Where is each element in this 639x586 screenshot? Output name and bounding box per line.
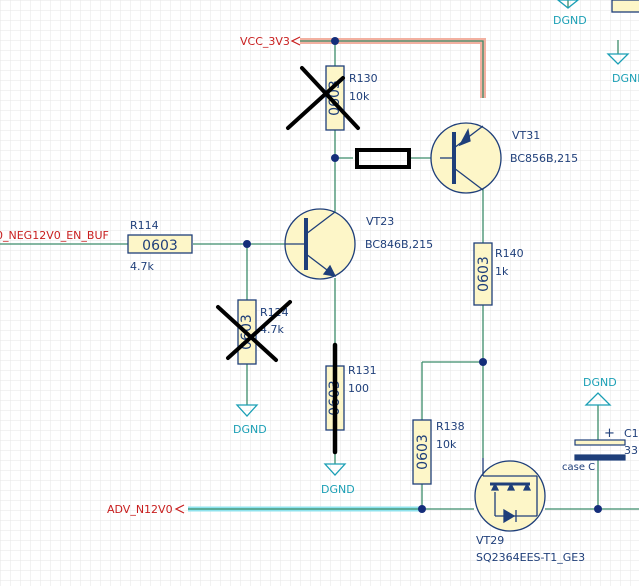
r124-dgnd-label: DGND xyxy=(233,423,267,436)
vt23-ref: VT23 xyxy=(366,215,394,228)
dgnd-top-left-symbol xyxy=(556,0,580,9)
r130-value: 10k xyxy=(349,90,370,103)
junction-r140-drain xyxy=(479,358,487,366)
c14-polarity: + xyxy=(604,426,615,441)
vt31-value: BC856B,215 xyxy=(510,152,578,165)
r138-ref: R138 xyxy=(436,420,465,433)
r131-value: 100 xyxy=(348,382,369,395)
r131-dgnd-label: DGND xyxy=(321,483,355,496)
vt29-ref: VT29 xyxy=(476,534,504,547)
r131-dgnd-symbol xyxy=(323,463,347,476)
dgnd-top-right-label: DGND xyxy=(612,72,639,85)
adv-net-label: ADV_N12V0 xyxy=(107,503,173,516)
r130-ref: R130 xyxy=(349,72,378,85)
r140-package: 0603 xyxy=(476,256,492,292)
vt29-value: SQ2364EES-T1_GE3 xyxy=(476,551,585,564)
junction-r114-base xyxy=(243,240,251,248)
r114-value: 4.7k xyxy=(130,260,154,273)
vt23-symbol xyxy=(285,211,337,277)
r140-body xyxy=(473,242,493,306)
vt31-symbol xyxy=(440,125,484,191)
vt29-body xyxy=(474,460,546,532)
r114-ref: R114 xyxy=(130,219,159,232)
r131-ref: R131 xyxy=(348,364,377,377)
adv-port-arrow xyxy=(174,504,185,514)
r114-body xyxy=(127,234,193,254)
vcc-port-arrow xyxy=(290,36,301,46)
r124-dgnd-symbol xyxy=(235,404,259,417)
r138-body xyxy=(412,419,432,485)
vt29-symbol xyxy=(482,458,538,524)
junction-r138-adv xyxy=(418,505,426,513)
r140-ref: R140 xyxy=(495,247,524,260)
neg-en-net-label: 0_NEG12V0_EN_BUF xyxy=(0,229,109,242)
junction-c14 xyxy=(594,505,602,513)
vcc-net-label: VCC_3V3 xyxy=(240,35,290,48)
c14-dgnd-symbol xyxy=(584,392,612,406)
c14-plate-top xyxy=(574,439,626,446)
vt31-ref: VT31 xyxy=(512,129,540,142)
dgnd-top-right-symbol xyxy=(606,53,630,65)
r138-value: 10k xyxy=(436,438,457,451)
junction-vcc xyxy=(331,37,339,45)
r114-package: 0603 xyxy=(142,238,178,254)
hand-drawn-component xyxy=(355,148,411,169)
r124-cross-out-mark xyxy=(216,300,292,362)
junction-vt23-collector xyxy=(331,154,339,162)
vt31-body xyxy=(430,122,502,194)
c14-value: 33 xyxy=(624,444,638,457)
dgnd-top-left-label: DGND xyxy=(553,14,587,27)
r138-package: 0603 xyxy=(415,434,431,470)
vt23-value: BC846B,215 xyxy=(365,238,433,251)
r130-cross-out-mark xyxy=(286,66,360,130)
top-right-component-body xyxy=(611,0,639,13)
c14-case: case C xyxy=(562,462,595,473)
c14-dgnd-label: DGND xyxy=(583,376,617,389)
wires xyxy=(0,0,639,510)
junctions xyxy=(243,37,602,513)
c14-ref: C14 xyxy=(624,427,639,440)
c14-plate-bottom xyxy=(574,454,626,461)
r140-value: 1k xyxy=(495,265,509,278)
